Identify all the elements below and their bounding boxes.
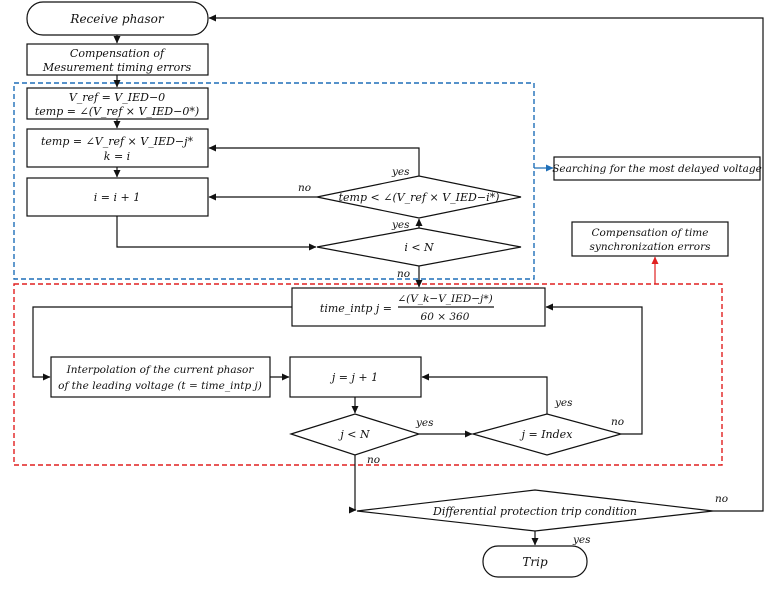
label-no-cond-j-n: no [367, 454, 380, 466]
cond-i-label: i < N [404, 241, 434, 254]
arrow-cond-temp-yes [208, 144, 420, 176]
label-yes-cond-j-n: yes [415, 417, 434, 429]
cond-i-decision [316, 227, 522, 267]
label-no-cond-j-index: no [611, 416, 624, 428]
trip-label: Trip [522, 555, 548, 569]
compensation-timing-label-1: Compensation of [70, 47, 166, 60]
temp-label-2: k = i [104, 150, 130, 163]
cond-j-n-label: j < N [337, 428, 370, 441]
vref-label-1: V_ref = V_IED−0 [69, 91, 165, 104]
cond-temp-label: temp < ∠(V_ref × V_IED−i*) [339, 191, 500, 204]
label-yes-diff: yes [572, 534, 591, 546]
compensation-sync-node [571, 221, 729, 257]
arrow-cond-j-index-no [545, 303, 643, 435]
label-yes-cond-j-index: yes [554, 397, 573, 409]
interpolation-label-1: Interpolation of the current phasor [66, 364, 255, 376]
arrow-cond-j-index-yes [421, 373, 548, 414]
time-intp-numerator: ∠(V_k−V_IED−j*) [397, 293, 492, 305]
vref-node [26, 87, 209, 120]
temp-label-1: temp = ∠V_ref × V_IED−j* [41, 135, 194, 148]
cond-j-index-label: j = Index [519, 428, 574, 441]
arrow-diff-no [208, 14, 764, 512]
diff-protection-label: Differential protection trip condition [432, 505, 637, 518]
label-no-cond-temp: no [298, 182, 311, 194]
label-yes-cond-i: yes [391, 219, 410, 231]
blue-group-frame [13, 82, 535, 280]
searching-label: Searching for the most delayed voltage [552, 163, 762, 175]
label-no-diff: no [715, 493, 728, 505]
cond-temp-decision [316, 175, 522, 219]
time-intp-denominator: 60 × 360 [421, 311, 470, 323]
time-intp-lhs: time_intp j = [320, 302, 392, 315]
vref-label-2: temp = ∠(V_ref × V_IED−0*) [35, 105, 199, 118]
compensation-timing-node [26, 43, 209, 76]
trip-node [482, 545, 588, 578]
compensation-timing-label-2: Mesurement timing errors [42, 61, 192, 74]
interpolation-node [50, 356, 271, 398]
interpolation-label-2: of the leading voltage (t = time_intp j) [58, 380, 262, 392]
i-increment-label: i = i + 1 [94, 191, 140, 204]
arrow-cond-j-n-no [349, 455, 357, 514]
arrow-increment-to-cond-i [116, 216, 317, 251]
searching-node [553, 156, 761, 181]
red-group-frame [13, 283, 723, 466]
label-no-cond-i: no [397, 268, 410, 280]
j-increment-label: j = j + 1 [329, 371, 378, 384]
label-yes-cond-temp: yes [391, 166, 410, 178]
receive-phasor-label: Receive phasor [69, 12, 164, 26]
arrow-intp-to-interpolation [32, 306, 292, 381]
compensation-sync-label-2: synchronization errors [590, 241, 712, 253]
compensation-sync-label-1: Compensation of time [592, 227, 709, 239]
j-increment-node [289, 356, 422, 398]
